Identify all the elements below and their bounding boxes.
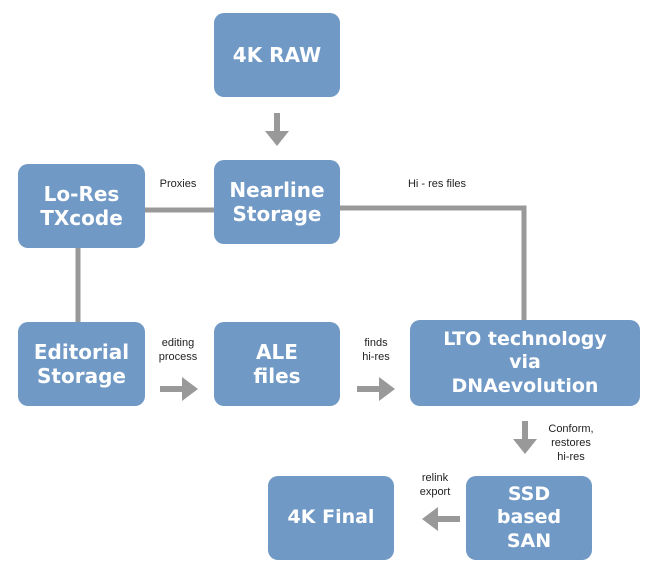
editing-process-arrow bbox=[160, 377, 198, 401]
node-nearline-storage: Nearline Storage bbox=[214, 160, 340, 244]
node-4k-final: 4K Final bbox=[268, 476, 394, 560]
conform-arrow bbox=[513, 421, 537, 454]
node-ale-files-label: ALE files bbox=[253, 339, 301, 388]
node-lo-res-txcode-label: Lo-Res TXcode bbox=[40, 181, 123, 230]
label-proxies: Proxies bbox=[159, 178, 197, 190]
label-conform-restores: Conform, restores hi-res bbox=[548, 423, 594, 463]
node-4k-raw-label: 4K RAW bbox=[232, 42, 322, 67]
label-relink-export: relink export bbox=[419, 472, 451, 498]
hi-res-files-connector bbox=[340, 205, 527, 322]
label-finds-hi-res: finds hi-res bbox=[362, 337, 390, 363]
label-editing-process: editing process bbox=[158, 337, 198, 363]
raw-to-nearline-arrow bbox=[265, 113, 289, 146]
finds-hi-res-arrow bbox=[357, 377, 395, 401]
node-ale-files: ALE files bbox=[214, 322, 340, 406]
node-ssd-san: SSD based SAN bbox=[466, 476, 592, 560]
relink-export-arrow bbox=[422, 507, 460, 531]
node-lto-dnaevolution: LTO technology via DNAevolution bbox=[410, 320, 640, 406]
label-hi-res-files: Hi - res files bbox=[407, 178, 467, 190]
node-ssd-san-label: SSD based SAN bbox=[496, 483, 562, 552]
node-4k-raw: 4K RAW bbox=[214, 13, 340, 97]
node-4k-final-label: 4K Final bbox=[287, 506, 375, 529]
node-editorial-storage: Editorial Storage bbox=[18, 322, 145, 406]
node-nearline-storage-label: Nearline Storage bbox=[229, 177, 325, 226]
node-lo-res-txcode: Lo-Res TXcode bbox=[18, 164, 145, 248]
node-lto-dnaevolution-label: LTO technology via DNAevolution bbox=[443, 328, 607, 397]
node-editorial-storage-label: Editorial Storage bbox=[33, 339, 130, 388]
